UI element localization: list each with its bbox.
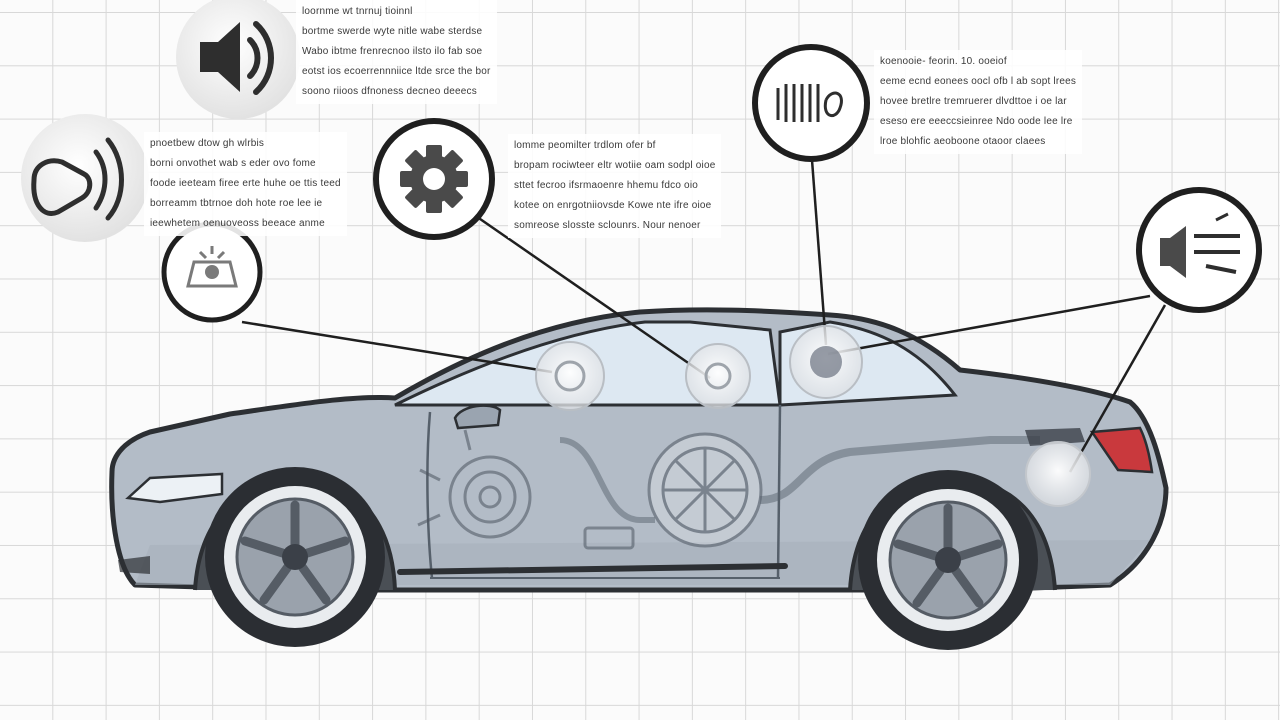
horn-icon: [21, 114, 149, 242]
leader-line-coil: [810, 159, 828, 346]
horn-note-line: ieewhetem oenuoveoss beeace anme: [150, 218, 325, 229]
leader-line-engine: [469, 210, 711, 380]
engine-component: [417, 429, 532, 539]
headlight: [125, 472, 224, 504]
horn-note-line: borreamm tbtrnoe doh hote roe lee ie: [150, 198, 323, 209]
coil-note-line: hovee bretlre tremruerer dlvdttoe i oe l…: [880, 96, 1067, 107]
coil-note-line: koenooie- feorin. 10. ooeiof: [880, 56, 1007, 67]
engine-note-line: somreose slosste sclounrs. Nour nenoer: [514, 220, 701, 231]
sound-sources: [535, 325, 1091, 507]
speaker-note-line: eotst ios ecoerrennniice ltde srce the b…: [302, 66, 491, 77]
horn-note-line: borni onvothet wab s eder ovo fome: [150, 158, 316, 169]
coil-note: koenooie- feorin. 10. ooeiof eeme ecnd e…: [874, 50, 1083, 154]
coil-note-line: lroe blohfic aeoboone otaoor claees: [880, 136, 1046, 147]
leader-lines: [241, 159, 1167, 473]
horn-note-line: foode ieeteam firee erte huhe oe ttis te…: [150, 178, 341, 189]
front-wheel: [205, 467, 385, 647]
speaker-note-line: bortme swerde wyte nitle wabe sterdse: [302, 26, 483, 37]
car: [109, 307, 1169, 650]
sensor-icon: [161, 221, 263, 323]
horn-note: pnoetbew dtow gh wlrbis borni onvothet w…: [144, 132, 347, 236]
coil-icon: [752, 44, 870, 162]
gear-icon: [373, 118, 495, 240]
tail-light: [1089, 426, 1154, 474]
drum-component: [647, 432, 763, 548]
speaker-note-line: Wabo ibtme frenrecnoo ilsto ilo fab soe: [302, 46, 483, 57]
leader-line-sensor: [241, 320, 553, 374]
leader-line-exhaust-down: [1068, 304, 1167, 473]
rear-wheel: [858, 470, 1038, 650]
engine-note: lomme peomilter trdlom ofer bf bropam ro…: [508, 134, 722, 238]
horn-note-line: pnoetbew dtow gh wlrbis: [150, 138, 265, 149]
leader-line-exhaust-top: [827, 294, 1151, 356]
exhaust-icon: [1136, 187, 1262, 313]
speaker-note-line: loornme wt tnrnuj tioinnl: [302, 6, 413, 17]
coil-note-line: eseso ere eeeccsieinree Ndo oode lee lre: [880, 116, 1073, 127]
engine-note-line: bropam rociwteer eltr wotiie oam sodpl o…: [514, 160, 716, 171]
speaker-note-line: soono riioos dfnoness decneo deeecs: [302, 86, 477, 97]
engine-note-line: sttet fecroo ifsrmaoenre hhemu fdco oio: [514, 180, 699, 191]
speaker-note: loornme wt tnrnuj tioinnl bortme swerde …: [296, 0, 497, 104]
engine-note-line: lomme peomilter trdlom ofer bf: [514, 140, 656, 151]
engine-note-line: kotee on enrgotniiovsde Kowe nte ifre oi…: [514, 200, 712, 211]
speaker-icon: [176, 0, 300, 119]
coil-note-line: eeme ecnd eonees oocl ofb l ab sopt lree…: [880, 76, 1077, 87]
